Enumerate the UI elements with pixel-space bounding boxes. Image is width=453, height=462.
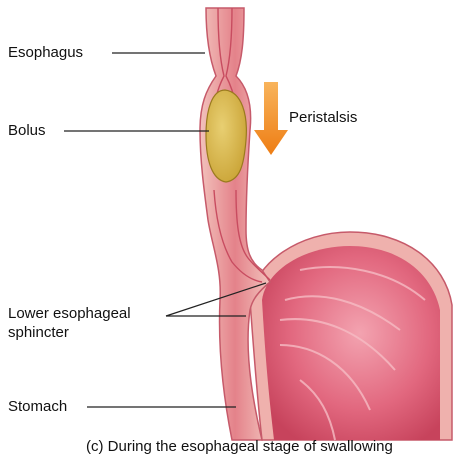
figure-caption: (c) During the esophageal stage of swall… — [86, 438, 393, 455]
label-bolus: Bolus — [8, 122, 46, 140]
label-sphincter-line2: sphincter — [8, 324, 69, 342]
label-stomach: Stomach — [8, 398, 67, 416]
stomach-body — [262, 246, 440, 440]
label-peristalsis: Peristalsis — [289, 109, 357, 127]
label-esophagus: Esophagus — [8, 44, 83, 62]
label-sphincter-line1: Lower esophageal — [8, 305, 131, 323]
down-arrow-icon — [254, 82, 288, 155]
bolus-shape — [206, 90, 246, 182]
